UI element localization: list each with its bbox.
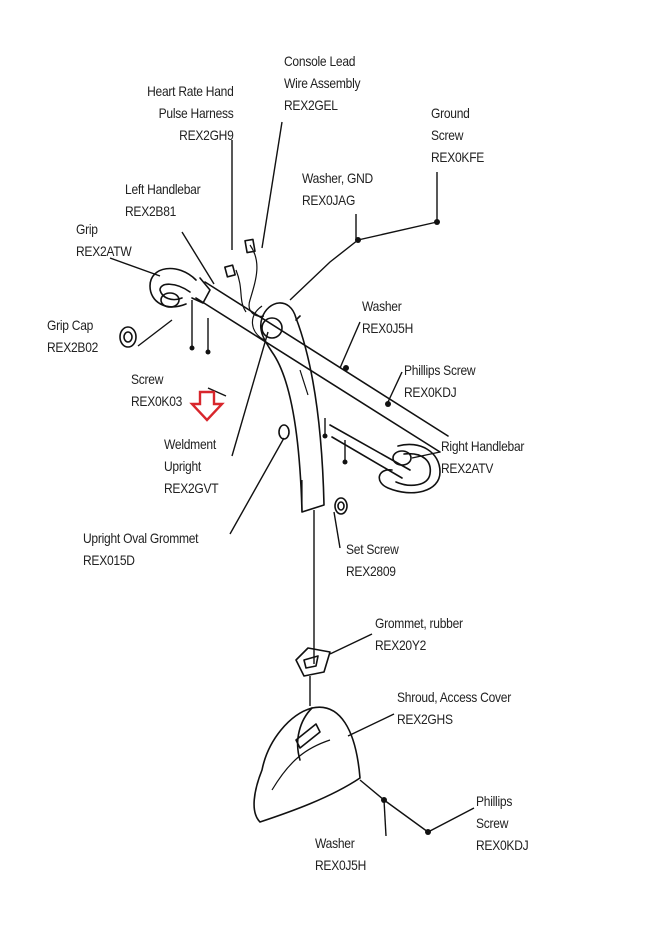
set-screw-part [334,497,348,515]
grip-cap-part [119,326,137,348]
label-washer-gnd: Washer, GND REX0JAG [302,170,373,208]
label-shroud-access-cover: Shroud, Access Cover REX2GHS [397,689,511,727]
label-weldment-upright: Weldment Upright REX2GVT [164,436,219,496]
label-grip-cap: Grip Cap REX2B02 [47,317,99,355]
label-heart-rate-harness: Heart Rate Hand Pulse Harness REX2GH9 [147,83,235,143]
shroud-access-cover-part [253,706,361,823]
grip-part [149,267,197,308]
label-left-handlebar: Left Handlebar REX2B81 [125,181,201,219]
label-right-handlebar: Right Handlebar REX2ATV [441,438,525,476]
oval-grommet-part [278,424,290,440]
right-handlebar-part [329,424,441,494]
label-phillips-screw-bottom: Phillips Screw REX0KDJ [476,793,529,853]
down-arrow-icon [189,390,225,422]
weldment-upright-part [251,302,325,513]
label-grip: Grip REX2ATW [76,221,132,259]
leader-lines [109,121,475,837]
label-screw: Screw REX0K03 [131,371,183,409]
wire-harness [224,238,265,317]
label-upright-oval-grommet: Upright Oval Grommet REX015D [83,530,199,568]
grommet-rubber-part [295,647,331,677]
label-washer-top: Washer REX0J5H [362,298,414,336]
label-grommet-rubber: Grommet, rubber REX20Y2 [375,615,463,653]
label-ground-screw: Ground Screw REX0KFE [431,105,485,165]
left-handlebar-part [191,277,449,453]
label-washer-bottom: Washer REX0J5H [315,835,367,873]
label-phillips-screw-top: Phillips Screw REX0KDJ [404,362,476,400]
label-set-screw: Set Screw REX2809 [346,541,399,579]
label-console-lead: Console Lead Wire Assembly REX2GEL [284,53,361,113]
screw-pins [189,300,348,465]
